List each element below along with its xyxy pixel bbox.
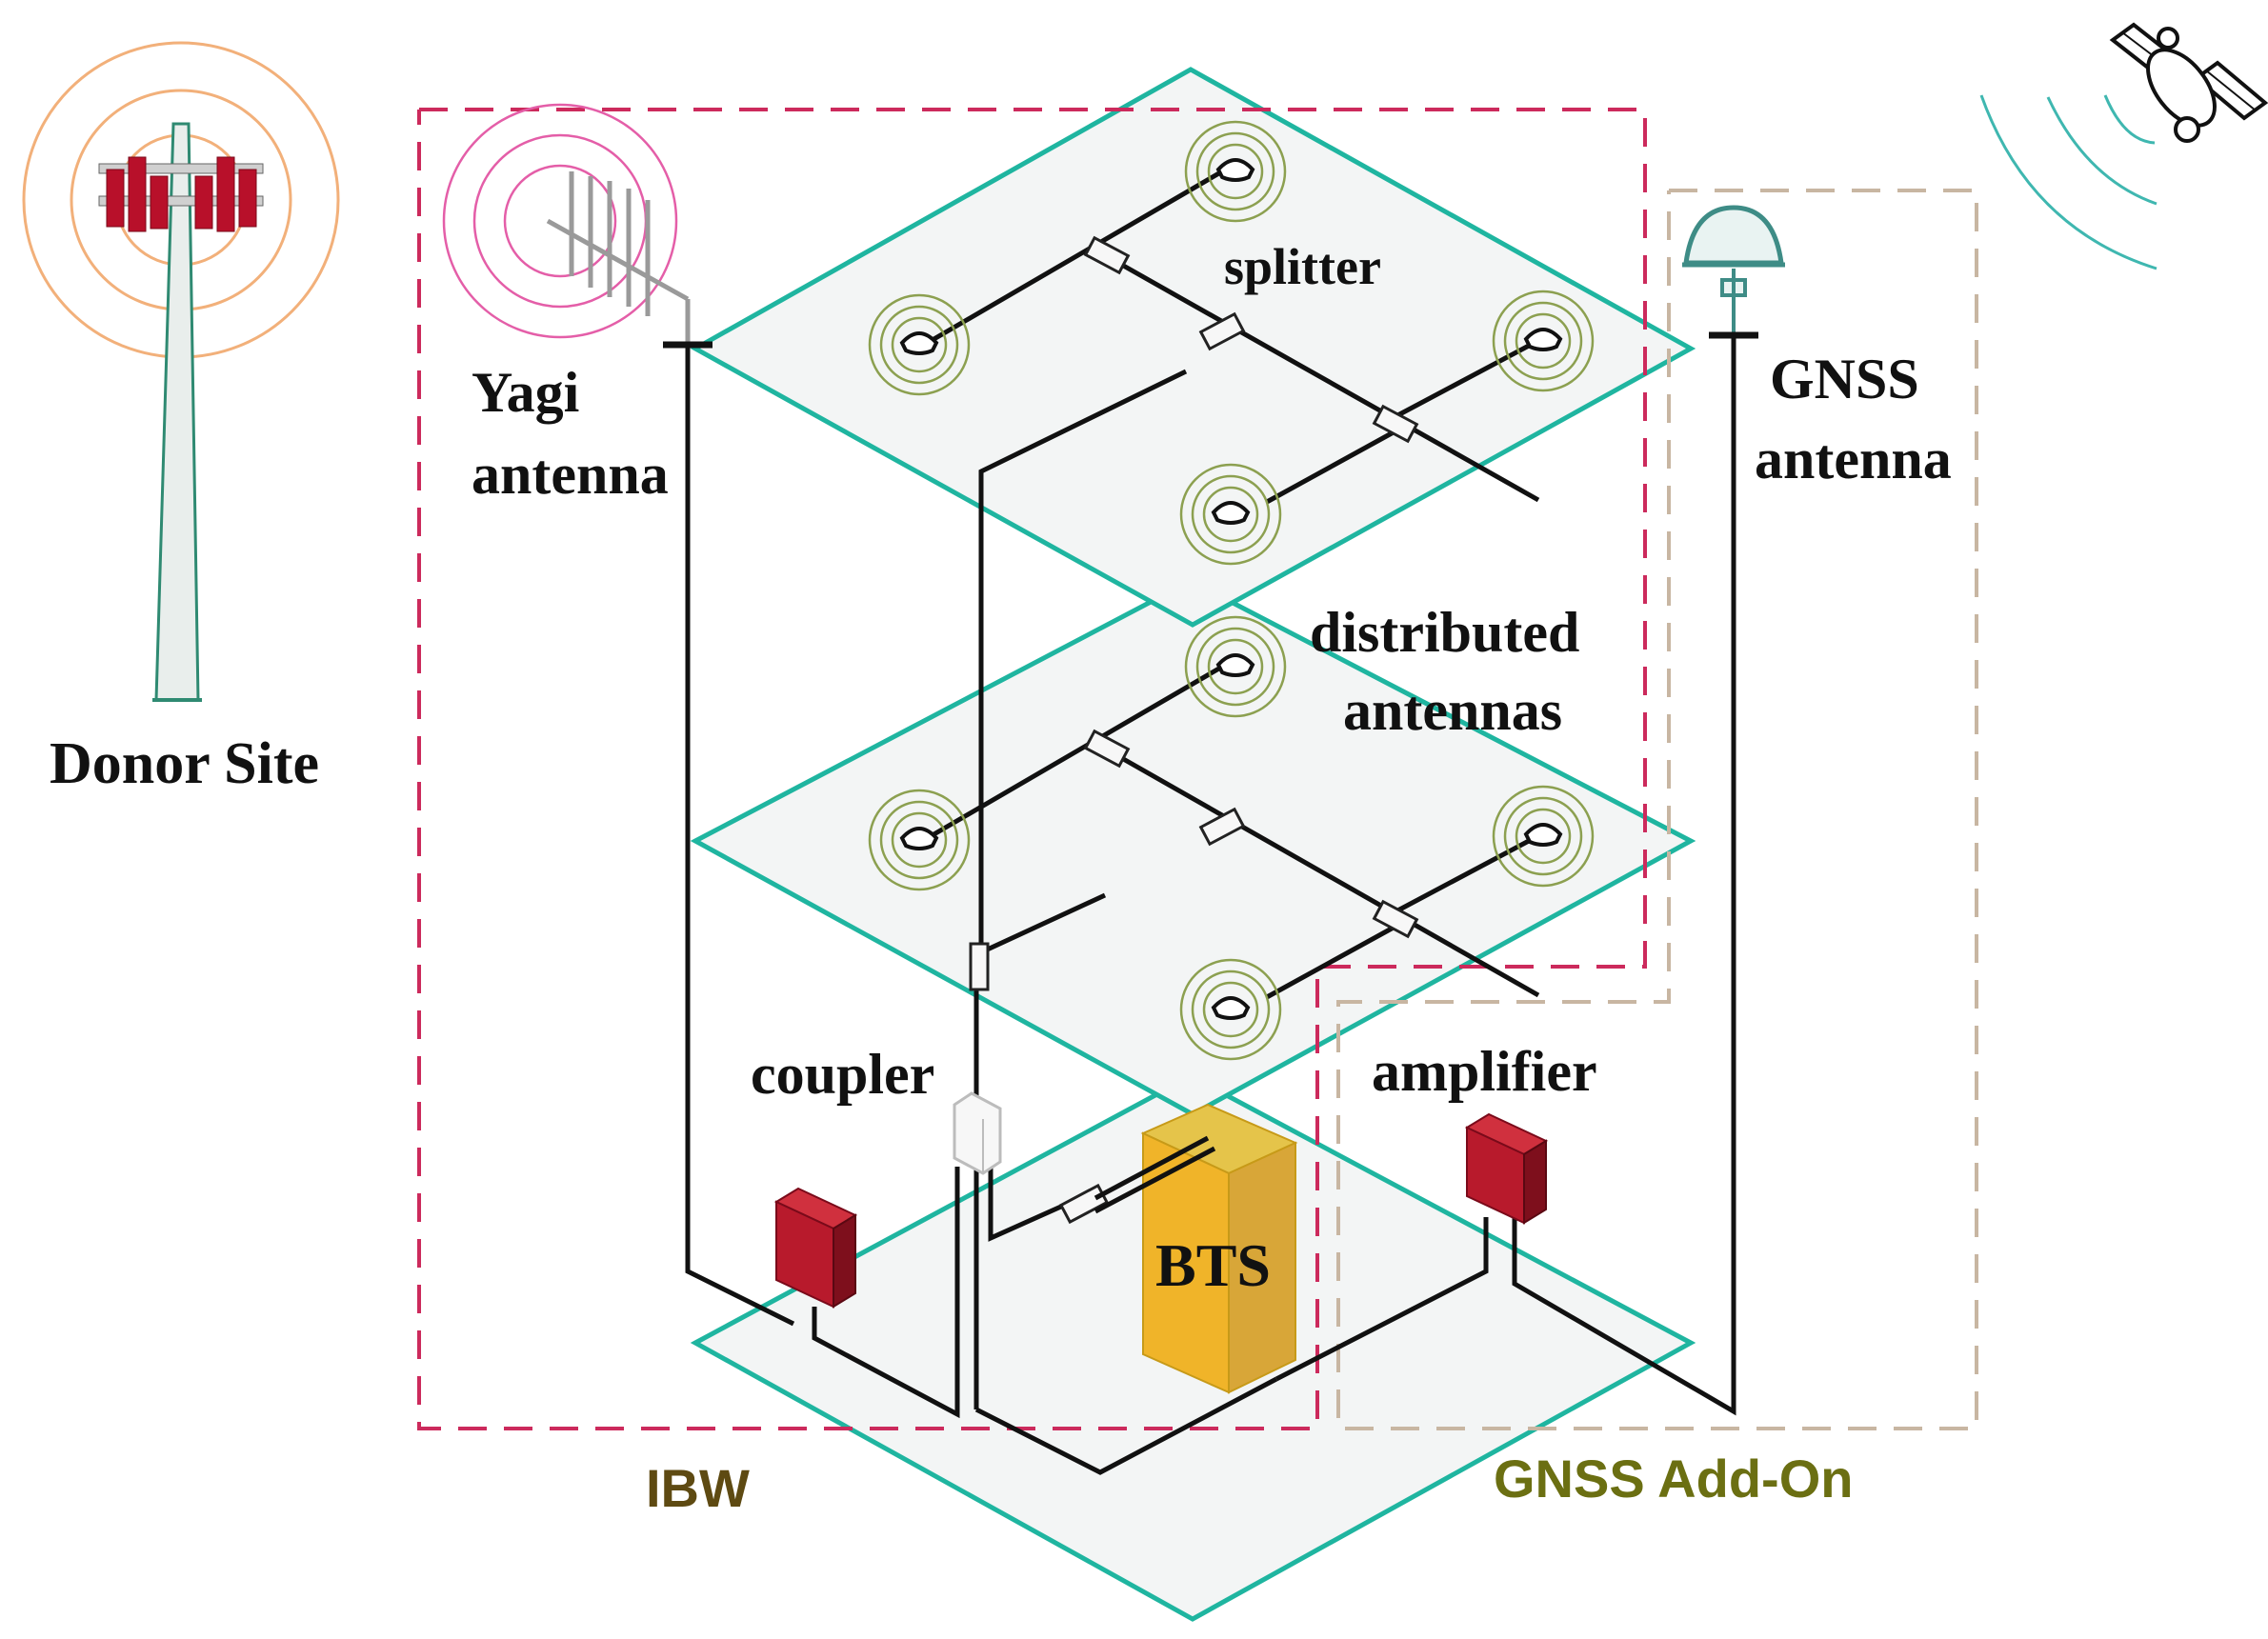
tower-crossbar-bottom	[98, 195, 264, 207]
cables	[685, 165, 1736, 1475]
donor-site-label: Donor Site	[50, 731, 319, 796]
floor-top	[690, 67, 1696, 628]
coupler-label: coupler	[751, 1043, 934, 1106]
yagi-label-line1: Yagi	[472, 361, 579, 424]
tower-sector-antennas	[106, 156, 257, 232]
donor-site-tower	[22, 41, 340, 702]
splitter-label: splitter	[1224, 238, 1381, 295]
bts-label: BTS	[1155, 1231, 1271, 1299]
antenna-top-left	[868, 293, 971, 396]
gnss-antenna	[1682, 205, 1785, 339]
repeater-to-coupler-cable	[812, 1167, 960, 1419]
antenna-top-right	[1492, 290, 1595, 392]
satellite	[2109, 22, 2268, 143]
splitter-top-3	[1372, 404, 1419, 444]
yagi-signal-ring-middle	[472, 133, 648, 309]
antenna-top-rear	[1184, 120, 1287, 223]
antenna-mid-left	[868, 789, 971, 891]
gnss-addon-label: GNSS Add-On	[1494, 1449, 1853, 1509]
main-trunk-cable	[974, 1376, 1278, 1475]
yagi-feed-cable	[685, 345, 795, 1327]
coupler-to-bts-cable	[988, 1143, 1074, 1242]
amplifier-right	[1464, 1112, 1549, 1225]
yagi-signal-ring-inner	[503, 164, 617, 278]
floor-middle	[690, 578, 1696, 1117]
satellite-body	[2146, 48, 2217, 128]
gnss-addon-boundary	[1336, 189, 1978, 1430]
bts-cabinet	[1094, 1103, 1298, 1394]
amplifier-label: amplifier	[1372, 1040, 1597, 1103]
splitter-mid-3	[1372, 899, 1419, 939]
splitter-top-1	[1083, 235, 1131, 275]
coupler	[953, 1091, 1002, 1175]
repeater-left	[773, 1187, 858, 1309]
ibw-label: IBW	[646, 1458, 750, 1518]
antenna-top-front	[1179, 463, 1282, 566]
distributed-antennas	[868, 120, 1595, 1061]
yagi-signal-ring-outer	[442, 103, 678, 339]
yagi-label-line2: antenna	[472, 443, 669, 506]
tower-crossbar-top	[98, 163, 264, 174]
gnss-antenna-label-line2: antenna	[1755, 428, 1952, 490]
gnss-amplifier-cable	[1274, 1217, 1489, 1382]
coupler-to-middle-floor	[979, 892, 1107, 955]
satellite-signal-waves	[1979, 94, 2158, 270]
gnss-antenna-label-line1: GNSS	[1770, 348, 1919, 410]
splitter-mid-2	[1198, 807, 1246, 847]
yagi-antenna	[442, 103, 713, 349]
splitters	[969, 235, 1419, 1225]
floor-tap-splitter	[969, 942, 990, 991]
distributed-antennas-label-line1: distributed	[1310, 601, 1579, 664]
ibw-boundary	[417, 108, 1647, 1430]
splitter-top-2	[1198, 311, 1246, 351]
antenna-mid-right	[1492, 785, 1595, 888]
distributed-antennas-label-line2: antennas	[1343, 679, 1562, 742]
splitter-mid-1	[1083, 729, 1131, 769]
gnss-antenna-cable	[1512, 335, 1736, 1416]
top-floor-riser	[978, 369, 1188, 967]
antenna-mid-front	[1179, 958, 1282, 1061]
antenna-mid-rear	[1184, 615, 1287, 718]
